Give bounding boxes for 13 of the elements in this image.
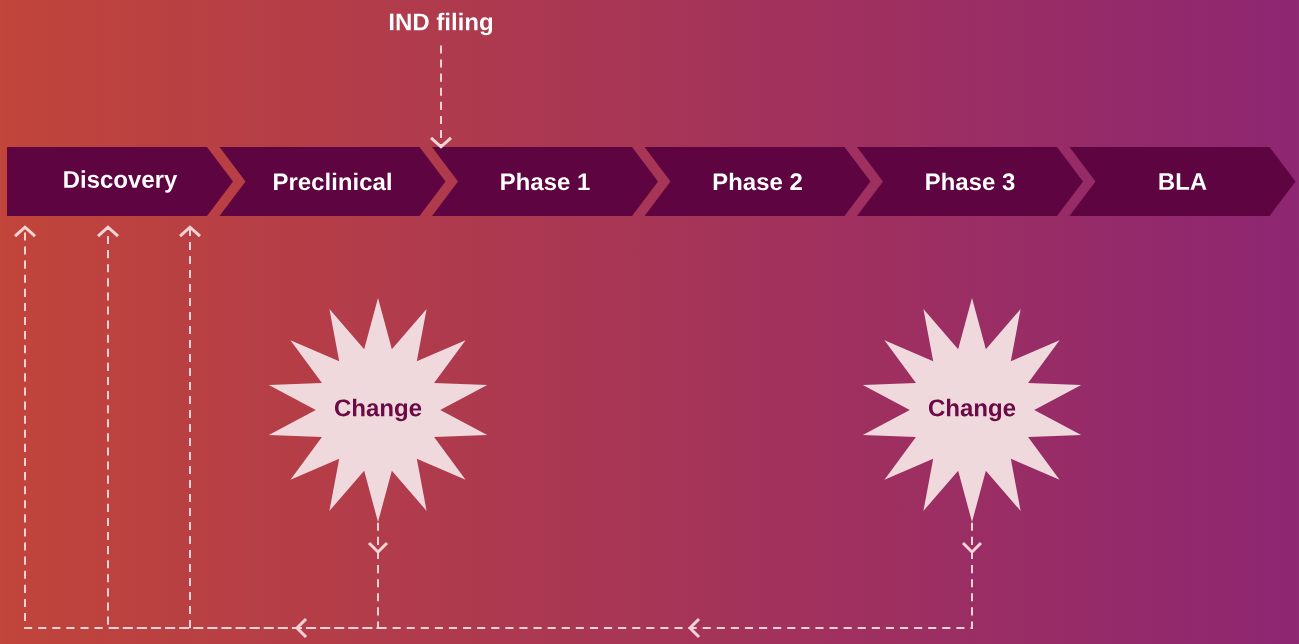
arrow	[97, 225, 973, 629]
starburst: Change	[862, 298, 1082, 522]
arrow	[430, 44, 452, 149]
arrow	[179, 225, 201, 629]
annotation-label: IND filing	[389, 12, 493, 36]
starburst: Change	[268, 298, 488, 522]
arrow	[14, 225, 379, 629]
stage-band: Discovery	[7, 147, 233, 216]
stage-band: Preclinical	[219, 147, 446, 216]
stage-band: BLA	[1069, 147, 1296, 216]
stage-band: Phase 2	[644, 147, 871, 216]
stage-band: Phase 3	[857, 147, 1083, 216]
stage-band: Phase 1	[432, 147, 658, 216]
